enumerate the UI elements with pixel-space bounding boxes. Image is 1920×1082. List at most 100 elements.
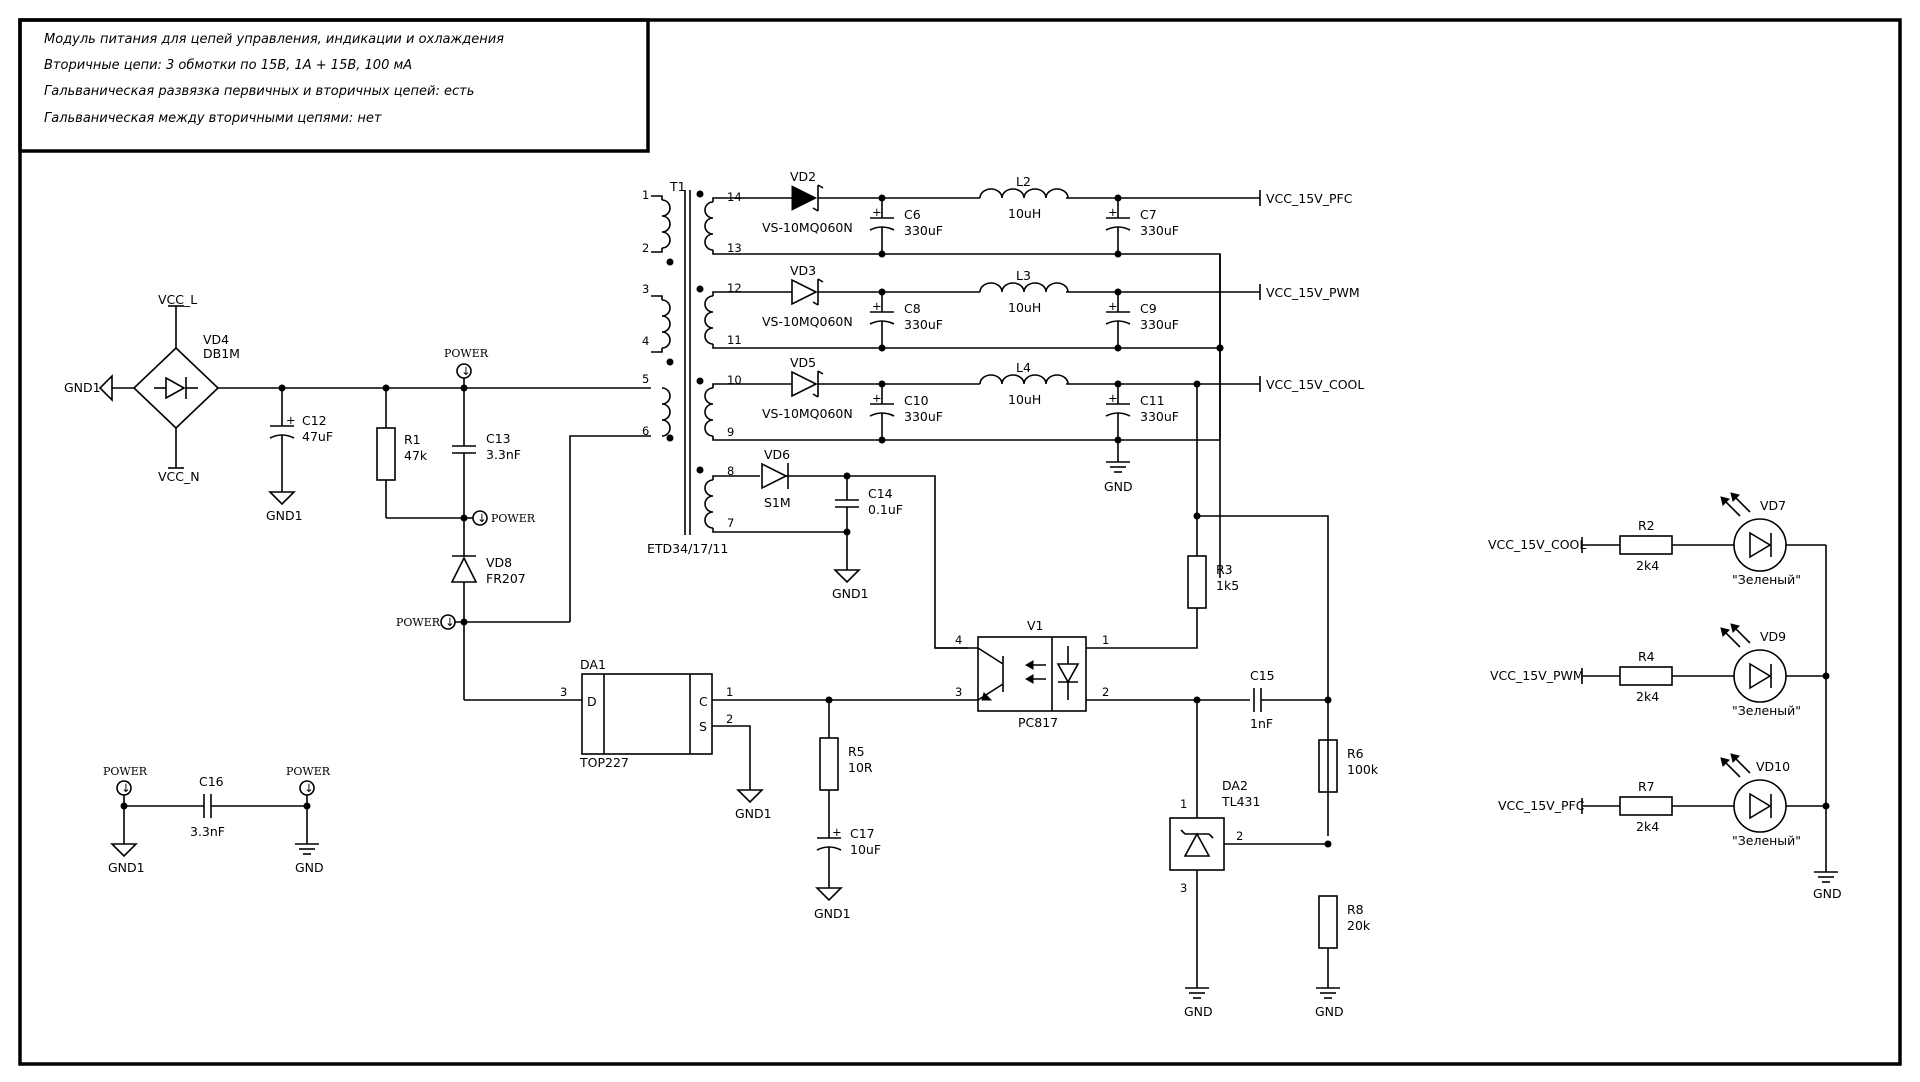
vcc-n-label: VCC_N: [158, 469, 200, 484]
junction-dot: [1216, 344, 1224, 352]
c17-value: 10uF: [850, 842, 881, 857]
t1-winding-12-11: [704, 295, 714, 345]
c10-value: 330uF: [904, 409, 943, 424]
t1-part: ETD34/17/11: [647, 541, 728, 556]
vd5-bar: [812, 370, 824, 398]
secondary-cool: VD5 VS-10MQ060N + C10 330uF L4 10uH + C1…: [712, 355, 1364, 494]
vd9-symbol: [1749, 662, 1772, 690]
da2-ref: DA2: [1222, 778, 1248, 793]
t1-ref: T1: [669, 179, 686, 194]
t1-pin-number: 10: [727, 373, 742, 387]
t1-pin-number: 3: [642, 282, 649, 296]
t1-lead: [651, 195, 663, 353]
t1-winding-10-9: [704, 387, 714, 437]
gnd1-symbol: [110, 843, 138, 858]
vd7-symbol: [1749, 531, 1772, 559]
c9-value: 330uF: [1140, 317, 1179, 332]
t1-polarity-dot: [696, 377, 704, 385]
wire: [712, 475, 968, 649]
power-flag-glyph: ↓: [304, 781, 314, 795]
gnd1-label: GND1: [814, 906, 851, 921]
secondary-pfc: VD2 VS-10MQ060N + C6 330uF L2 10uH + C7 …: [712, 169, 1353, 578]
da1-top227: DA1 TOP227 D C S 3 1 2 GND1: [560, 657, 978, 821]
vd9-light-arrow: [1720, 627, 1730, 637]
c12-value: 47uF: [302, 429, 333, 444]
c7-value: 330uF: [1140, 223, 1179, 238]
r5-body: [819, 737, 839, 791]
t1-polarity-dot: [696, 285, 704, 293]
vd9-color: "Зеленый": [1732, 703, 1801, 718]
c12-plus: +: [286, 413, 296, 427]
power-flag: [472, 510, 488, 526]
power-label: POWER: [286, 765, 331, 778]
junction-dot: [878, 288, 886, 296]
da2-body: [1169, 817, 1225, 871]
junction-dot: [843, 528, 851, 536]
net-label-pfc: VCC_15V_PFC: [1266, 191, 1353, 206]
c16-ref: C16: [199, 774, 224, 789]
led-indicators: VCC_15V_COOL R2 2k4 VD7 "Зеленый" VCC_15…: [1488, 492, 1842, 901]
v1-ref: V1: [1027, 618, 1044, 633]
pin-number: 2: [1102, 685, 1109, 699]
r7-ref: R7: [1638, 779, 1655, 794]
wire: [712, 528, 848, 570]
pin-number: 1: [1180, 797, 1187, 811]
junction-dot: [1114, 344, 1122, 352]
gnd-symbol: GND: [1813, 871, 1842, 901]
gnd-label: GND: [295, 860, 324, 875]
r4-value: 2k4: [1636, 689, 1659, 704]
da1-pin-d: D: [587, 694, 597, 709]
vd10-light-arrow: [1730, 753, 1740, 763]
r4-body: [1619, 666, 1673, 686]
c8-plus: +: [872, 299, 882, 313]
t1-pin-number: 8: [727, 464, 734, 478]
pin-number: 3: [1180, 881, 1187, 895]
vd5-part: VS-10MQ060N: [762, 406, 853, 421]
r5-ref: R5: [848, 744, 865, 759]
note-line: Гальваническая между вторичными цепями: …: [44, 111, 382, 126]
t1-winding-1-2: [661, 199, 671, 249]
t1-pin-number: 14: [727, 190, 742, 204]
c11-ref: C11: [1140, 393, 1165, 408]
t1-pin-number: 5: [642, 372, 649, 386]
gnd-label: GND: [1184, 1004, 1213, 1019]
gnd1-label: GND1: [735, 806, 772, 821]
feedback-r3: R3 1k5: [1187, 384, 1329, 836]
vd7-color: "Зеленый": [1732, 572, 1801, 587]
c11-value: 330uF: [1140, 409, 1179, 424]
l2-symbol: [979, 188, 1069, 199]
r8-value: 20k: [1347, 918, 1371, 933]
t1-pin-number: 9: [727, 425, 734, 439]
t1-pin-number: 12: [727, 281, 742, 295]
net-label-pwm: VCC_15V_PWM: [1266, 285, 1360, 300]
t1-pin-number: 2: [642, 241, 649, 255]
vd2-part: VS-10MQ060N: [762, 220, 853, 235]
power-flag-glyph: ↓: [445, 615, 455, 629]
t1-pin-number: 6: [642, 424, 649, 438]
vd9-ref: VD9: [1760, 629, 1786, 644]
vd7-light-arrow: [1720, 496, 1730, 506]
note-line: Гальваническая развязка первичных и втор…: [44, 84, 474, 99]
gnd1-symbol: [98, 374, 113, 402]
r3-body: [1187, 555, 1207, 609]
t1-pin-number: 11: [727, 333, 742, 347]
r4-ref: R4: [1638, 649, 1655, 664]
junction-dot: [1114, 288, 1122, 296]
vd6-part: S1M: [764, 495, 791, 510]
net-label-pwm: VCC_15V_PWM: [1490, 668, 1584, 683]
transformer-t1: T1 ETD34/17/11 1 2 3 4 5 6 14 13 12 11: [642, 179, 742, 556]
secondary-pwm: VD3 VS-10MQ060N + C8 330uF L3 10uH + C9 …: [712, 263, 1360, 352]
vd6-ref: VD6: [764, 447, 790, 462]
c10-ref: C10: [904, 393, 929, 408]
vd4-symbol: [165, 376, 186, 400]
r7-body: [1619, 796, 1673, 816]
vd9-light-arrow: [1723, 626, 1751, 648]
junction-dot: [878, 194, 886, 202]
c6-plus: +: [872, 205, 882, 219]
t1-winding-3-4: [661, 299, 671, 349]
r6-body: [1318, 739, 1338, 793]
junction-dot: [1324, 840, 1332, 848]
gnd1-symbol: [736, 789, 764, 804]
vd10-ref: VD10: [1756, 759, 1790, 774]
c11-plus: +: [1108, 391, 1118, 405]
